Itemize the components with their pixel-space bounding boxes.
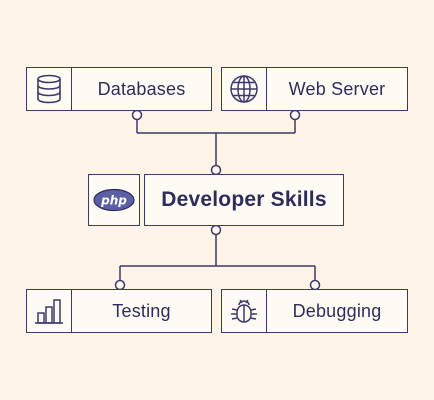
port-center-bottom — [210, 224, 222, 236]
node-databases-label: Databases — [97, 78, 186, 99]
bar-chart-icon — [34, 297, 64, 325]
node-web-server-label: Web Server — [288, 78, 386, 99]
bug-icon — [229, 296, 259, 326]
testing-icon-cell — [26, 289, 72, 333]
port-databases — [131, 109, 143, 121]
node-databases[interactable]: Databases — [71, 67, 212, 111]
node-testing-label: Testing — [112, 300, 171, 321]
databases-icon-cell — [26, 67, 72, 111]
web-server-icon-cell — [221, 67, 267, 111]
php-logo-icon: php — [93, 188, 135, 212]
node-debugging-label: Debugging — [292, 300, 382, 321]
node-developer-skills[interactable]: Developer Skills — [144, 174, 344, 226]
center-icon-cell: php — [88, 174, 140, 226]
port-web-server — [289, 109, 301, 121]
node-web-server[interactable]: Web Server — [266, 67, 408, 111]
node-debugging[interactable]: Debugging — [266, 289, 408, 333]
node-testing[interactable]: Testing — [71, 289, 212, 333]
database-icon — [35, 74, 63, 104]
globe-icon — [229, 74, 259, 104]
node-developer-skills-label: Developer Skills — [161, 188, 327, 211]
php-logo-text: php — [100, 194, 127, 208]
debugging-icon-cell — [221, 289, 267, 333]
